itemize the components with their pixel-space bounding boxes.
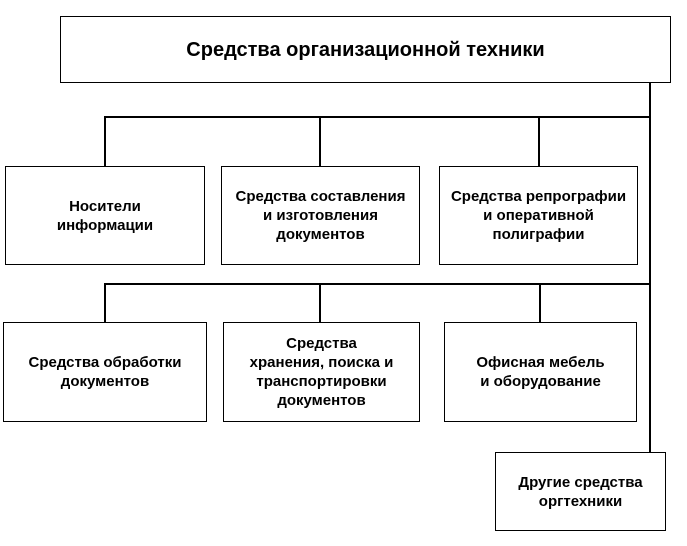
root-label: Средства организационной техники <box>186 38 545 61</box>
box-document-storage-search: Средства хранения, поиска и транспортиро… <box>223 322 420 422</box>
box-document-creation: Средства составления и изготовления доку… <box>221 166 420 265</box>
box-document-processing: Средства обработки документов <box>3 322 207 422</box>
root-box: Средства организационной техники <box>60 16 671 83</box>
box-office-furniture: Офисная мебель и оборудование <box>444 322 637 422</box>
box-other-equipment: Другие средства оргтехники <box>495 452 666 531</box>
box-label: Носители информации <box>56 197 154 234</box>
box-reprography: Средства репрографии и оперативной полиг… <box>439 166 638 265</box>
box-label: Офисная мебель и оборудование <box>476 354 605 390</box>
box-label: Средства обработки документов <box>28 354 182 390</box>
box-label: Средства репрографии и оперативной полиг… <box>450 188 627 243</box>
box-label: Другие средства оргтехники <box>518 473 643 510</box>
box-label: Средства составления и изготовления доку… <box>235 188 406 243</box>
box-label: Средства хранения, поиска и транспортиро… <box>249 335 394 409</box>
box-storage-media: Носители информации <box>5 166 205 265</box>
